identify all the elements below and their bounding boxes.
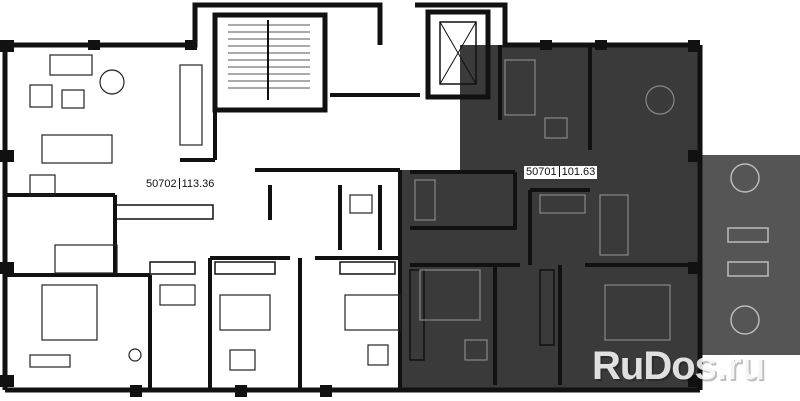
interior-walls [5,93,420,390]
apartment-50701-area [400,45,700,390]
elevator-shaft [425,9,491,100]
apartment-area: 101.63 [561,166,596,178]
terrace-furniture [727,163,769,335]
apartment-number: 50702 [146,178,177,190]
apartment-50702-label: 50702 113.36 [144,178,216,191]
furniture [29,54,401,371]
stair-core [212,12,328,113]
watermark-shadow: RuDos.ru [594,346,767,390]
apartment-50701-label: 50701 101.63 [524,166,598,179]
windows [0,40,700,397]
apartment-area: 113.36 [181,178,215,190]
apartment-number: 50701 [526,166,557,178]
furniture-dark-unit [414,59,675,361]
wardrobes [114,204,555,361]
watermark: RuDos.ru [592,344,765,388]
interior-walls-dark-unit [410,45,690,385]
terrace [700,155,800,355]
